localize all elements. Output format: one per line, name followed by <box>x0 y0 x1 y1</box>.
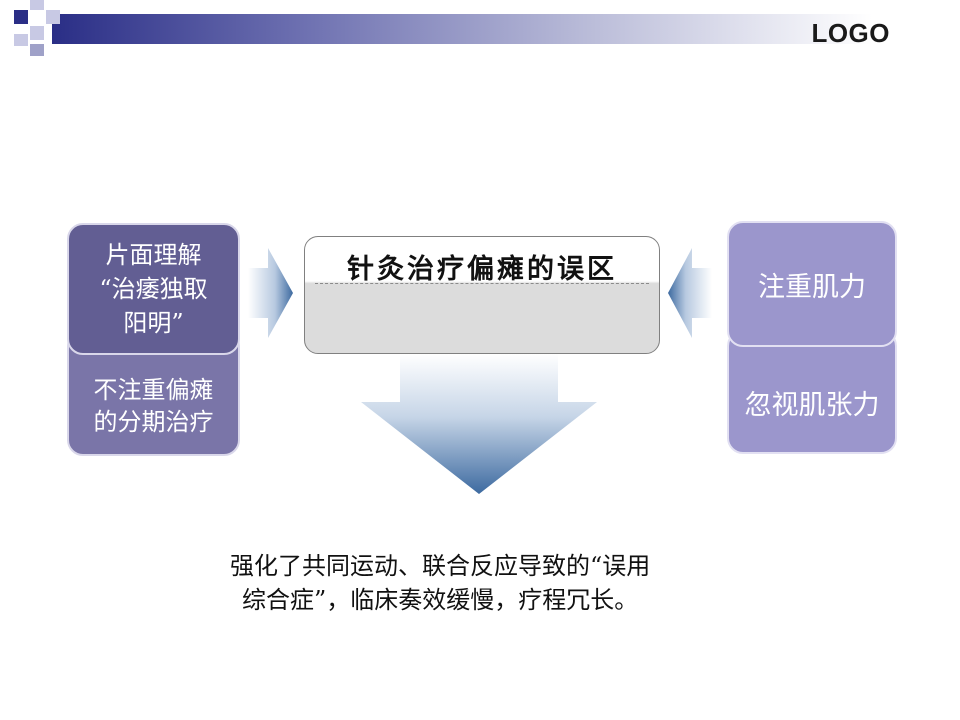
right-back-box: 忽视肌张力 <box>727 330 897 454</box>
header-square <box>46 10 60 24</box>
left-back-line: 的分期治疗 <box>93 408 214 436</box>
center-box: 针灸治疗偏瘫的误区 <box>304 236 660 354</box>
right-front-label: 注重肌力 <box>758 271 866 303</box>
center-title: 针灸治疗偏瘫的误区 <box>347 254 617 285</box>
left-front-line: “治痿独取 <box>99 275 208 303</box>
left-back-line: 不注重偏瘫 <box>93 376 214 404</box>
header-square <box>30 44 44 56</box>
header-square <box>30 26 44 40</box>
left-arrow <box>668 248 712 338</box>
right-arrow <box>248 248 293 338</box>
bottom-line: 强化了共同运动、联合反应导致的“误用 <box>230 552 651 580</box>
right-front-box: 注重肌力 <box>727 221 897 347</box>
header-square <box>30 0 44 10</box>
right-back-label: 忽视肌张力 <box>744 389 880 421</box>
left-front-box: 片面理解 “治痿独取 阳明” <box>67 223 240 355</box>
center-divider <box>315 283 649 284</box>
header-gradient-bar <box>52 14 872 44</box>
left-front-line: 阳明” <box>123 309 184 337</box>
header-square <box>14 10 28 24</box>
header-square <box>14 34 28 46</box>
bottom-line: 综合症”，临床奏效缓慢，疗程冗长。 <box>242 586 639 614</box>
logo: LOGO <box>811 18 890 48</box>
down-arrow <box>361 354 597 494</box>
left-front-line: 片面理解 <box>105 241 202 269</box>
bottom-text: 强化了共同运动、联合反应导致的“误用 综合症”，临床奏效缓慢，疗程冗长。 <box>230 549 740 617</box>
